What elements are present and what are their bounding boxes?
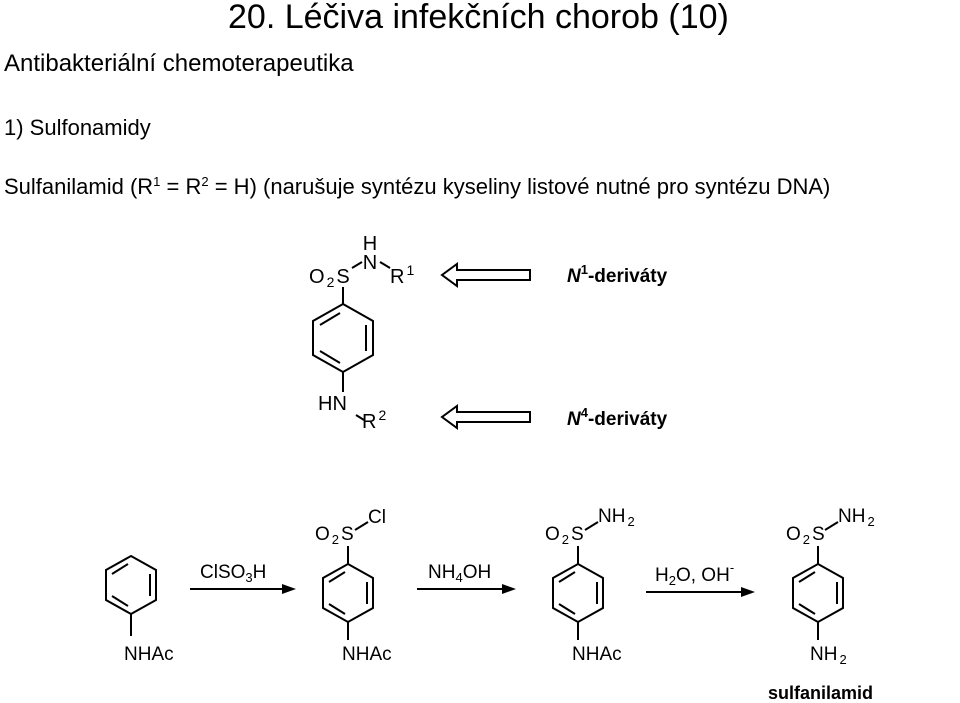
- description: Sulfanilamid (R1 = R2 = H) (narušuje syn…: [4, 174, 831, 199]
- n4-derivatives-label: N4-deriváty: [567, 405, 668, 430]
- product-label: sulfanilamid: [768, 683, 873, 703]
- structure-acetanilide: [105, 554, 157, 636]
- reaction-arrow-1: [190, 584, 296, 594]
- reagent-clso3h: ClSO3H: [200, 562, 266, 585]
- reagent-nh4oh: NH4OH: [428, 562, 491, 585]
- reagent-h2o-oh: H2O, OH-: [655, 560, 734, 588]
- s3-nhac: NHAc: [572, 644, 622, 665]
- reaction-arrow-3: [646, 587, 755, 597]
- s1-nhac: NHAc: [124, 644, 174, 665]
- open-arrow-n1: [440, 262, 531, 288]
- n1-derivatives-label: N1-deriváty: [567, 262, 668, 287]
- open-arrow-n4: [440, 404, 531, 430]
- s2-nhac: NHAc: [342, 644, 392, 665]
- subtitle: Antibakteriální chemoterapeutika: [4, 50, 354, 77]
- structure-acetylsulfanilamide: [552, 521, 604, 640]
- structure-sulfanilamide: [792, 521, 844, 640]
- benzene-ring-general: [312, 302, 374, 374]
- section-heading: 1) Sulfonamidy: [4, 115, 151, 140]
- hn-group: HN: [318, 393, 347, 415]
- h-atom: H: [363, 233, 377, 255]
- s2-cl: Cl: [368, 507, 386, 528]
- structure-sulfonyl-chloride: [322, 521, 374, 640]
- n-atom: N: [363, 252, 377, 274]
- page-title: 20. Léčiva infekčních chorob (10): [228, 0, 729, 36]
- reaction-arrow-2: [417, 584, 516, 594]
- general-structure: [312, 261, 391, 421]
